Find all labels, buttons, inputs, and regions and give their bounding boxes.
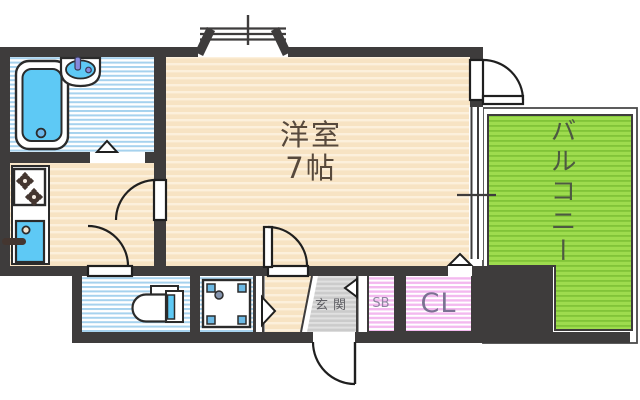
bay-window-stub-left	[194, 27, 216, 56]
door-leaf-topright	[481, 94, 525, 106]
wall-entrance-edge	[356, 276, 359, 332]
wall-top-left	[0, 47, 198, 57]
closet-opening	[448, 266, 472, 276]
entrance-floor	[307, 276, 357, 332]
opening-marker-entrance	[343, 277, 358, 299]
wall-sb-cl	[395, 276, 405, 332]
doors-group	[86, 58, 525, 386]
wall-bottom-right	[355, 332, 630, 343]
wall-bottom-left	[72, 332, 313, 343]
wall-right-stub	[470, 100, 483, 108]
wall-mid-a	[0, 266, 88, 276]
door-opening-mainroom	[266, 264, 310, 278]
windows-group	[194, 15, 496, 260]
hallway-floor	[265, 276, 312, 332]
door-opening-topright	[468, 58, 485, 102]
entrance-step-edge	[300, 275, 313, 333]
closet-floor	[404, 273, 473, 333]
wall-mid-c	[308, 266, 448, 276]
opening-marker-bathroom	[94, 139, 120, 153]
toilet-tank-accent	[166, 294, 176, 320]
wall-bath-kitchen-a	[0, 152, 90, 163]
pan-corner-2	[237, 283, 247, 293]
door-leaf-kitchen	[152, 178, 168, 222]
door-arc-entrance	[311, 341, 356, 386]
wall-kitchen-mainroom-a	[154, 47, 166, 180]
wall-block-bottom-right	[472, 266, 553, 343]
kitchen-sink-drain	[21, 225, 31, 235]
wall-toilet-laundry	[190, 276, 200, 332]
bathtub-drain	[35, 127, 47, 139]
door-arc-topright	[482, 58, 525, 101]
pan-corner-4	[237, 315, 247, 325]
markers-group	[94, 139, 474, 328]
main-room-floor	[166, 57, 470, 266]
opening-marker-laundry	[261, 294, 277, 328]
pan-drain	[214, 290, 224, 300]
door-arc-kitchen	[114, 178, 157, 221]
kitchen-faucet	[2, 238, 26, 245]
bathtub-basin	[21, 68, 63, 142]
door-arc-mainroom	[267, 225, 309, 267]
bay-window-opening	[198, 46, 288, 57]
fixtures-group	[2, 56, 252, 329]
bath-sink-knob	[85, 66, 92, 74]
wall-top-right	[288, 47, 483, 57]
toilet-bowl	[131, 293, 168, 323]
wall-strip-left	[72, 276, 82, 343]
wall-laundry-edge	[253, 276, 256, 332]
door-opening-entrance	[313, 332, 355, 343]
wall-mid-b	[132, 266, 268, 276]
bay-window-stub-right	[270, 27, 292, 56]
wall-kitchen-mainroom-b	[154, 220, 166, 276]
wall-right-top	[470, 47, 483, 60]
bath-sink-faucet	[74, 56, 82, 71]
opening-marker-closet	[446, 252, 474, 266]
door-arc-toilet	[87, 224, 130, 267]
pan-corner-1	[206, 283, 216, 293]
door-leaf-mainroom	[262, 225, 274, 269]
pan-corner-3	[206, 315, 216, 325]
shoebox-floor	[367, 273, 396, 333]
door-leaf-toilet	[86, 264, 134, 278]
